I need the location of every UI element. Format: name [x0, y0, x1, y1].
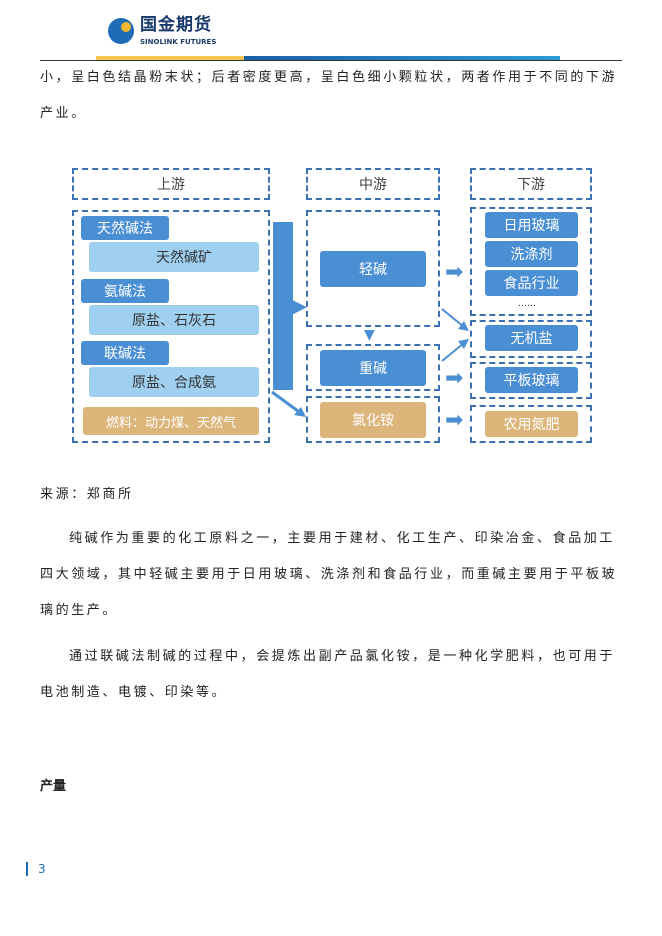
paragraph-intro: 小，呈白色结晶粉末状；后者密度更高，呈白色细小颗粒状，两者作用于不同的下游 产业… — [40, 60, 622, 132]
arrow-right-icon: ➡ — [445, 262, 463, 284]
text-line: 小，呈白色结晶粉末状；后者密度更高，呈白色细小颗粒状，两者作用于不同的下游 — [40, 60, 622, 96]
logo-text: 国金期货 — [140, 15, 212, 35]
ellipsis: …… — [518, 298, 536, 310]
text-line: 四大领域，其中轻碱主要用于日用玻璃、洗涤剂和食品行业，而重碱主要用于平板玻 — [40, 557, 622, 593]
arrows-to-inorganic-salt-icon — [440, 305, 472, 365]
header-upstream: 上游 — [72, 168, 270, 200]
text-line: 通过联碱法制碱的过程中，会提炼出副产品氯化铵，是一种化学肥料，也可用于 — [40, 639, 622, 675]
flat-glass: 平板玻璃 — [485, 367, 578, 393]
material-2: 原盐、石灰石 — [89, 305, 259, 335]
detergent: 洗涤剂 — [485, 241, 578, 267]
text-line: 产业。 — [40, 96, 622, 132]
text-line: 电池制造、电镀、印染等。 — [40, 675, 622, 711]
daily-glass: 日用玻璃 — [485, 212, 578, 238]
inorganic-salt: 无机盐 — [485, 325, 578, 351]
material-1: 天然碱矿 — [89, 242, 259, 272]
ammonium-chloride: 氯化铵 — [320, 402, 426, 438]
material-3: 原盐、合成氨 — [89, 367, 259, 397]
paragraph-uses: 纯碱作为重要的化工原料之一，主要用于建材、化工生产、印染冶金、食品加工 四大领域… — [40, 521, 622, 629]
method-2: 氨碱法 — [81, 279, 169, 303]
arrow-right-icon: ➡ — [445, 368, 463, 390]
arrow-diagonal-icon — [270, 390, 310, 420]
arrow-down-icon: ▼ — [364, 327, 375, 343]
nitrogen-fertilizer: 农用氮肥 — [485, 411, 578, 437]
paragraph-byproduct: 通过联碱法制碱的过程中，会提炼出副产品氯化铵，是一种化学肥料，也可用于 电池制造… — [40, 639, 622, 711]
method-1: 天然碱法 — [81, 216, 169, 240]
arrow-right-icon: ➡ — [445, 410, 463, 432]
light-soda: 轻碱 — [320, 251, 426, 287]
header-downstream: 下游 — [470, 168, 592, 200]
fuel-box: 燃料：动力煤、天然气 — [83, 407, 259, 435]
header-midstream: 中游 — [306, 168, 440, 200]
page-number: 3 — [26, 862, 46, 876]
food-industry: 食品行业 — [485, 270, 578, 296]
text-line: 璃的生产。 — [40, 593, 622, 629]
section-heading: 产量 — [40, 775, 66, 794]
heavy-soda: 重碱 — [320, 350, 426, 386]
logo-subtext: SINOLINK FUTURES — [140, 38, 216, 47]
sinolink-logo-icon — [108, 18, 134, 44]
arrow-right-icon: ▶ — [290, 296, 307, 318]
source-note: 来源：郑商所 — [40, 477, 622, 513]
text-line: 纯碱作为重要的化工原料之一，主要用于建材、化工生产、印染冶金、食品加工 — [40, 521, 622, 557]
method-3: 联碱法 — [81, 341, 169, 365]
